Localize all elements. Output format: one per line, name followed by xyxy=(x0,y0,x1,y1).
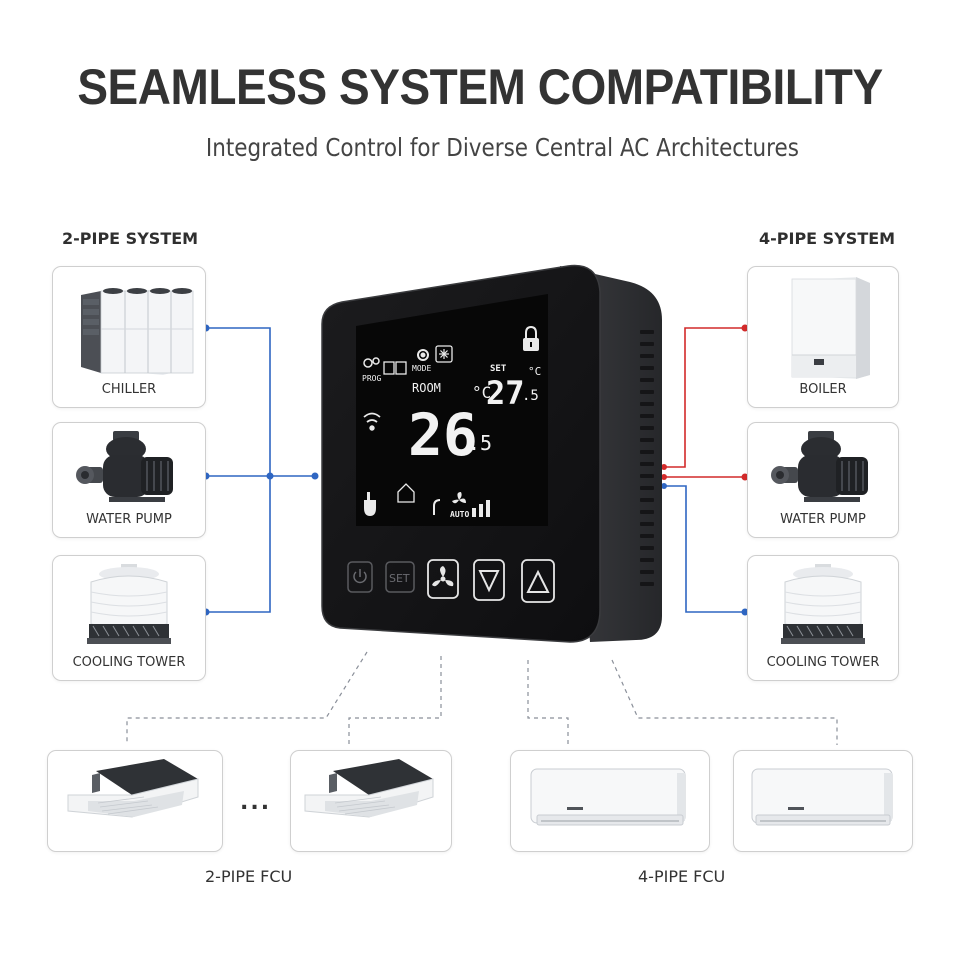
cassette-fcu-card-1 xyxy=(47,750,223,852)
home-icon xyxy=(397,483,415,503)
arrow-up-icon xyxy=(526,569,550,593)
set-button-label: SET xyxy=(389,572,410,585)
up-button[interactable] xyxy=(521,559,555,603)
set-button[interactable]: SET xyxy=(385,561,415,593)
right-pipe-lines xyxy=(664,327,745,613)
water-pump-icon xyxy=(76,431,173,502)
mode-label: MODE xyxy=(412,364,431,373)
wall-split-fcu-icon xyxy=(530,768,686,826)
cooling-tower-icon xyxy=(781,564,865,644)
cassette-fcu-icon xyxy=(67,759,199,818)
two-pipe-system-title: 2-PIPE SYSTEM xyxy=(62,229,199,248)
cooling-tower-card-left: COOLING TOWER xyxy=(52,555,206,681)
boiler-icon xyxy=(791,277,870,379)
wall-fcu-card-1 xyxy=(510,750,710,852)
four-pipe-system-title: 4-PIPE SYSTEM xyxy=(759,229,896,248)
fan-mode-label: AUTO xyxy=(450,510,469,519)
arrow-down-icon xyxy=(478,570,500,593)
cooling-tower-label-left: COOLING TOWER xyxy=(72,655,186,670)
water-pump-card-left: WATER PUMP xyxy=(52,422,206,538)
cooling-tower-icon xyxy=(87,564,171,644)
power-button[interactable] xyxy=(347,561,373,593)
boiler-label: BOILER xyxy=(799,382,847,397)
valve-icon xyxy=(433,499,441,515)
thermostat-device: PROG MODE SET °C 27 .5 °C ROOM 26 .5 AUT… xyxy=(321,264,662,643)
fan-speed-icon xyxy=(472,500,490,517)
room-temperature: 26 xyxy=(408,401,478,469)
fan-button[interactable] xyxy=(427,559,459,599)
mode-gear-icon xyxy=(417,349,429,361)
fan-icon xyxy=(432,566,454,587)
prog-icon xyxy=(363,357,380,368)
fcu-dashed-lines xyxy=(126,651,838,745)
wall-fcu-card-2 xyxy=(733,750,913,852)
down-button[interactable] xyxy=(473,559,505,601)
set-unit: °C xyxy=(528,365,541,378)
schedule-icon xyxy=(383,361,407,375)
chiller-label: CHILLER xyxy=(101,382,157,397)
wall-split-fcu-icon xyxy=(751,768,893,826)
cassette-fcu-icon xyxy=(304,759,434,818)
room-temperature-decimal: .5 xyxy=(468,431,492,455)
hand-icon xyxy=(364,492,376,516)
wifi-icon xyxy=(363,412,381,431)
water-pump-card-right: WATER PUMP xyxy=(747,422,899,538)
fan-lcd-icon xyxy=(452,492,466,504)
right-pipe-nodes xyxy=(661,324,749,616)
water-pump-label-left: WATER PUMP xyxy=(86,512,172,527)
room-label: ROOM xyxy=(412,381,441,395)
boiler-card: BOILER xyxy=(747,266,899,408)
power-icon xyxy=(353,569,367,584)
lcd-screen xyxy=(356,294,548,526)
snowflake-icon xyxy=(435,345,453,363)
chiller-card: CHILLER xyxy=(52,266,206,408)
cooling-tower-label-right: COOLING TOWER xyxy=(766,655,880,670)
water-pump-label-right: WATER PUMP xyxy=(780,512,866,527)
four-pipe-fcu-label: 4-PIPE FCU xyxy=(638,867,726,886)
page-title: SEAMLESS SYSTEM COMPATIBILITY xyxy=(77,59,883,115)
water-pump-icon xyxy=(771,431,868,502)
set-unit-small: °C xyxy=(472,383,491,402)
lock-icon xyxy=(523,325,539,351)
ellipsis: ... xyxy=(240,790,272,815)
set-temperature-decimal: .5 xyxy=(522,388,539,404)
two-pipe-fcu-label: 2-PIPE FCU xyxy=(205,867,293,886)
cooling-tower-card-right: COOLING TOWER xyxy=(747,555,899,681)
set-temperature: 27 xyxy=(486,374,525,412)
thermostat-vents xyxy=(640,330,654,586)
prog-label: PROG xyxy=(362,374,381,383)
page-subtitle: Integrated Control for Diverse Central A… xyxy=(205,133,799,162)
cold-pipe-lines-left xyxy=(206,327,315,613)
cassette-fcu-card-2 xyxy=(290,750,452,852)
set-label: SET xyxy=(490,364,507,374)
chiller-icon xyxy=(81,288,194,375)
